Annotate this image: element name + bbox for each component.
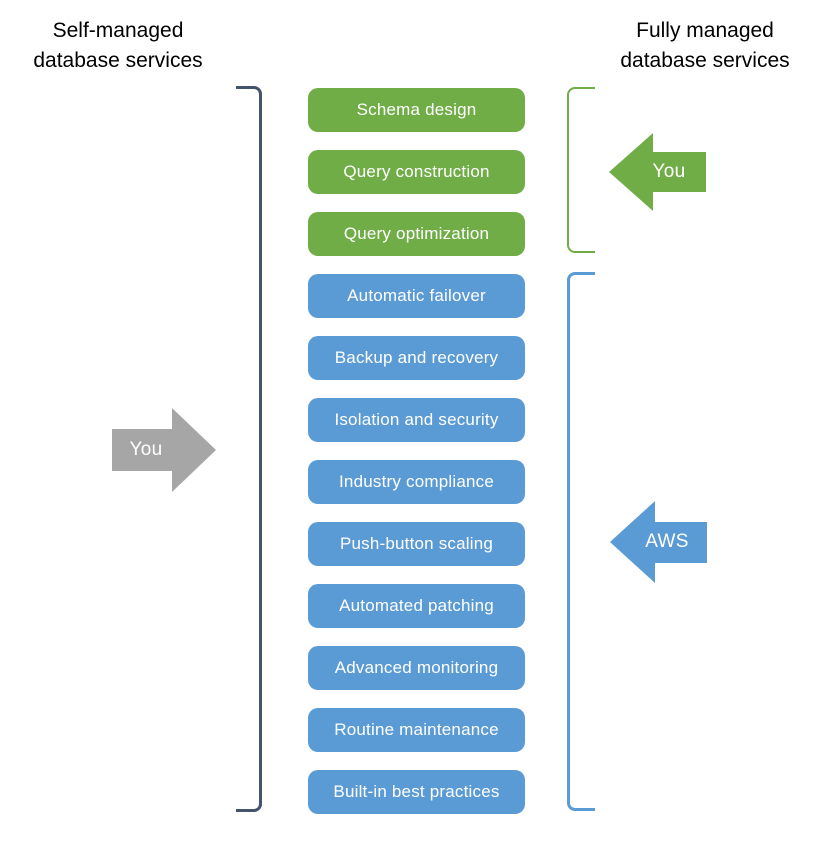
aws-left-arrow-shape: [610, 501, 707, 583]
task-box: Automatic failover: [308, 274, 525, 318]
task-box: Backup and recovery: [308, 336, 525, 380]
task-box: Routine maintenance: [308, 708, 525, 752]
self-managed-title-line1: Self-managed: [52, 19, 184, 42]
you-right-arrow-icon: [112, 408, 216, 492]
fully-managed-you-label: You: [652, 161, 686, 182]
fully-managed-title-line2: database services: [620, 49, 790, 72]
task-box: Built-in best practices: [308, 770, 525, 814]
fully-managed-title: Fully managed database services: [600, 16, 810, 76]
task-box: Query construction: [308, 150, 525, 194]
self-managed-bracket: [236, 86, 262, 812]
self-managed-title-line2: database services: [33, 49, 203, 72]
self-managed-title: Self-managed database services: [13, 16, 223, 76]
task-box: Schema design: [308, 88, 525, 132]
task-box: Industry compliance: [308, 460, 525, 504]
you-right-arrow-shape: [112, 408, 216, 492]
aws-tasks-bracket: [567, 272, 595, 811]
you-left-arrow-icon: [609, 133, 706, 211]
task-box: Isolation and security: [308, 398, 525, 442]
task-column: Schema design Query construction Query o…: [308, 88, 525, 814]
self-managed-you-label: You: [129, 439, 163, 460]
fully-managed-aws-label: AWS: [645, 531, 689, 552]
task-box: Advanced monitoring: [308, 646, 525, 690]
customer-tasks-bracket: [567, 87, 595, 253]
fully-managed-title-line1: Fully managed: [636, 19, 774, 42]
task-box: Automated patching: [308, 584, 525, 628]
you-left-arrow-shape: [609, 133, 706, 211]
task-box: Query optimization: [308, 212, 525, 256]
aws-left-arrow-icon: [610, 501, 707, 583]
task-box: Push-button scaling: [308, 522, 525, 566]
